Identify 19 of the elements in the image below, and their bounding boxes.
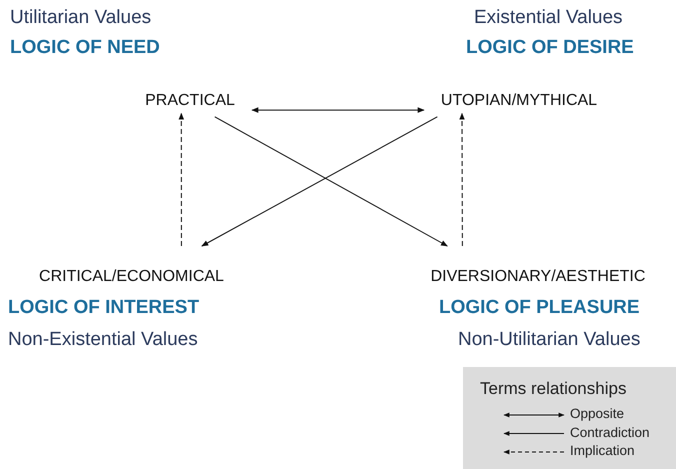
dashed-arrow — [459, 112, 465, 246]
logic-heading: LOGIC OF DESIRE — [466, 37, 634, 59]
term-label: CRITICAL/ECONOMICAL — [39, 268, 224, 286]
value-heading: Non-Utilitarian Values — [458, 329, 640, 351]
legend-title: Terms relationships — [480, 379, 626, 399]
value-heading: Utilitarian Values — [10, 7, 152, 29]
value-heading: Non-Existential Values — [8, 329, 198, 351]
legend-label: Implication — [570, 443, 635, 458]
dashed-arrow — [178, 112, 184, 246]
arrow — [251, 107, 425, 113]
term-label: PRACTICAL — [145, 92, 235, 110]
legend-label: Opposite — [570, 406, 624, 421]
logic-heading: LOGIC OF PLEASURE — [439, 297, 640, 319]
value-heading: Existential Values — [474, 7, 623, 29]
legend-label: Contradiction — [570, 424, 650, 440]
logic-heading: LOGIC OF INTEREST — [8, 297, 200, 319]
logic-heading: LOGIC OF NEED — [10, 37, 160, 59]
term-label: DIVERSIONARY/AESTHETIC — [430, 268, 646, 286]
term-label: UTOPIAN/MYTHICAL — [440, 92, 598, 110]
